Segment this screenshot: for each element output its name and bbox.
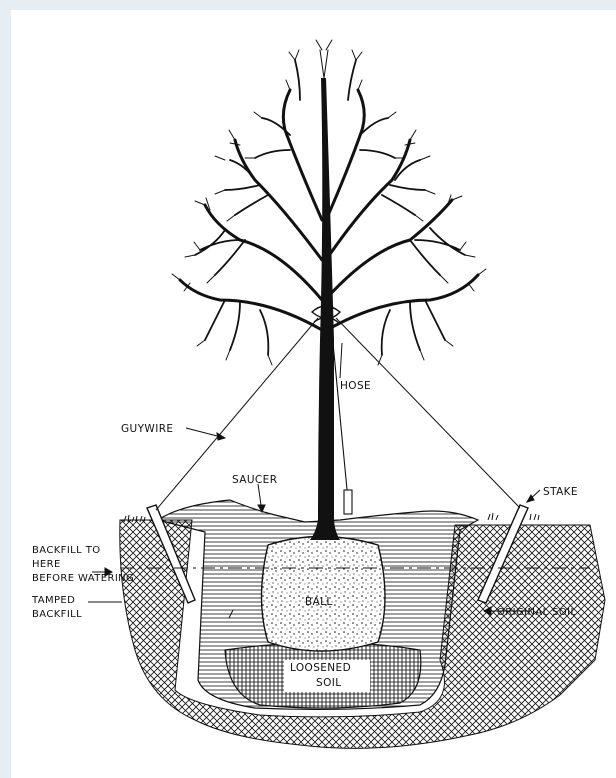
tamped-backfill-label-line2: BACKFILL (32, 609, 82, 620)
backfill-label-line1: BACKFILL TO (32, 545, 100, 556)
tamped-backfill-label-line1: TAMPED (31, 595, 75, 606)
tree-planting-diagram: HOSE GUYWIRE SAUCER STAKE BACKFILL TO HE… (11, 10, 616, 778)
loosened-soil-label-line2: SOIL (316, 677, 341, 689)
hose-label: HOSE (340, 380, 371, 392)
loosened-soil-label-line1: LOOSENED (290, 662, 351, 674)
ball-label: BALL (305, 596, 333, 608)
diagram-panel: HOSE GUYWIRE SAUCER STAKE BACKFILL TO HE… (11, 10, 616, 778)
backfill-label-line3: BEFORE WATERING (32, 573, 134, 584)
guy-wires (156, 318, 520, 510)
saucer-label: SAUCER (232, 474, 277, 486)
stake-label: STAKE (543, 486, 578, 498)
backfill-label-line2: HERE (32, 559, 61, 570)
original-soil-label: ORIGINAL SOIL (497, 607, 577, 618)
guywire-label: GUYWIRE (121, 423, 173, 435)
